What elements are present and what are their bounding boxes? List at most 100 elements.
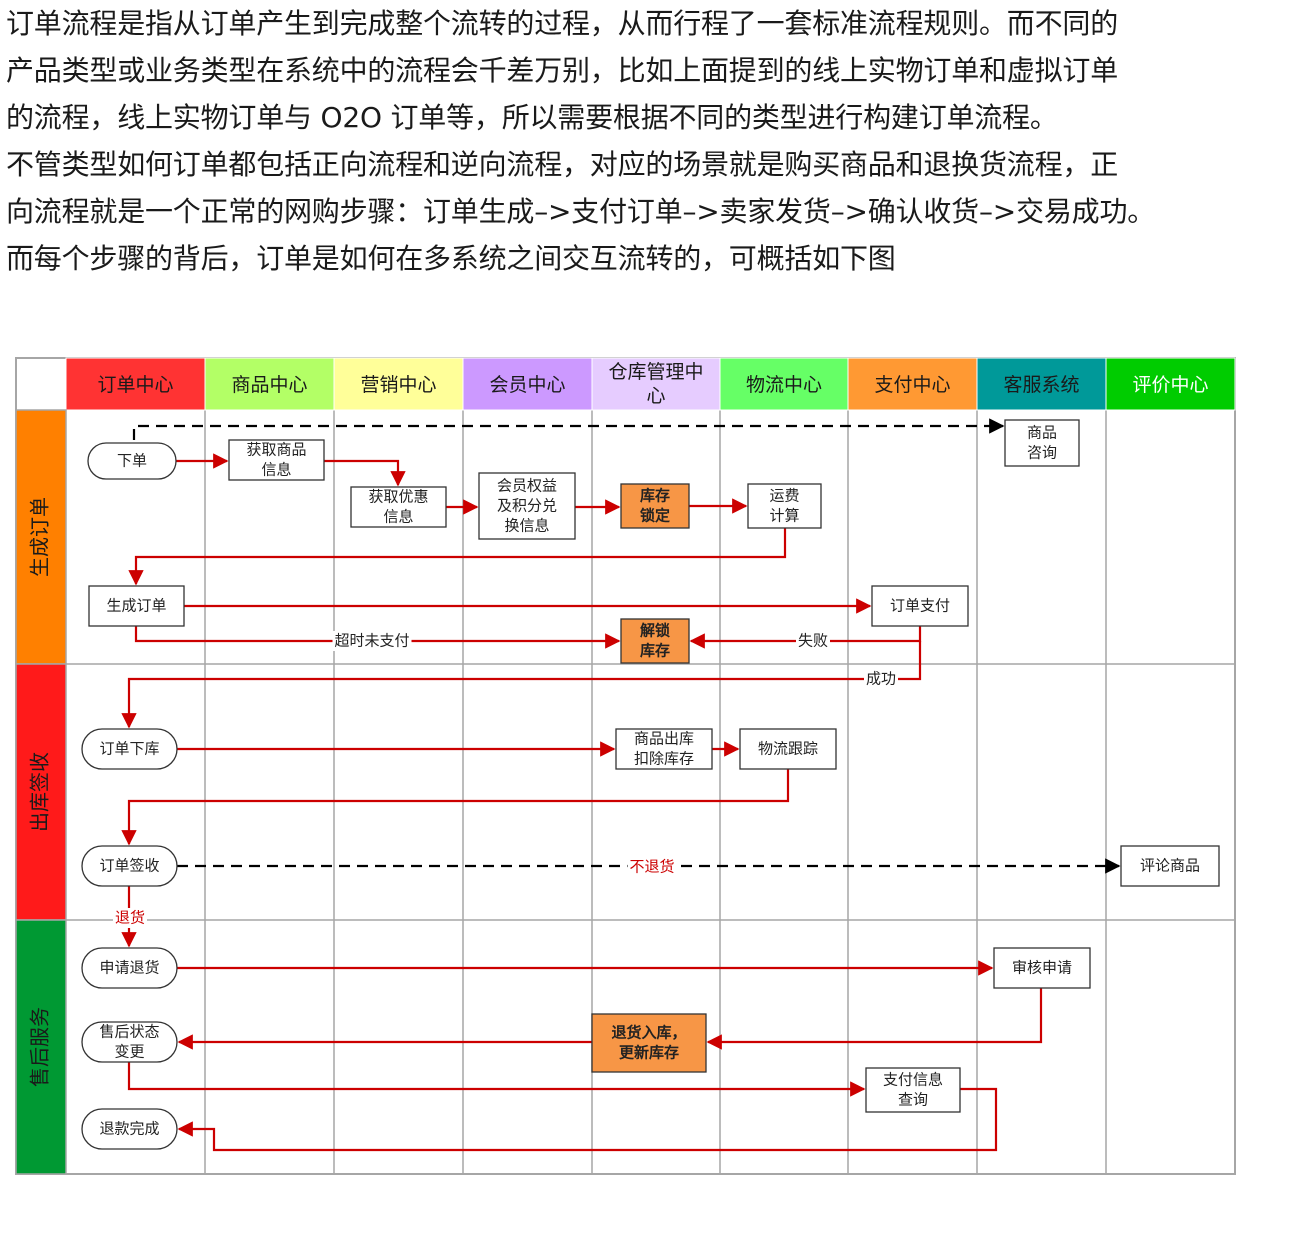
node-box xyxy=(620,618,690,664)
flow-nodes: 下单获取商品信息商品咨询获取优惠信息会员权益及积分兑换信息库存锁定运费计算生成订… xyxy=(81,419,1220,1150)
column-header-bg xyxy=(65,357,206,411)
intro-line: 向流程就是一个正常的网购步骤：订单生成–>支付订单–>卖家发货–>确认收货–>交… xyxy=(6,195,1156,228)
edge-label-text: 超时未支付 xyxy=(334,632,409,650)
node-box xyxy=(81,1021,178,1063)
column-header-label: 会员中心 xyxy=(489,374,565,396)
node-label: 查询 xyxy=(898,1091,928,1109)
phase-band xyxy=(15,409,67,665)
column-header-label: 商品中心 xyxy=(231,374,307,396)
column-header-label: 订单中心 xyxy=(97,374,173,396)
edge-label-bg xyxy=(796,631,830,651)
node-label: 计算 xyxy=(769,507,799,525)
phase-label: 售后服务 xyxy=(28,1007,52,1087)
node-label: 更新库存 xyxy=(619,1044,679,1062)
node-label: 咨询 xyxy=(1027,444,1057,462)
node-label: 解锁 xyxy=(640,622,670,640)
node-box xyxy=(478,472,576,540)
node-label: 下单 xyxy=(117,452,147,470)
node-box xyxy=(615,728,713,770)
flow-edge xyxy=(121,769,790,846)
node-label: 订单支付 xyxy=(890,597,950,615)
node-label: 库存 xyxy=(640,642,670,660)
node-label: 申请退货 xyxy=(99,959,159,977)
node-label: 会员权益 xyxy=(497,477,557,495)
node-label: 运费 xyxy=(769,487,799,505)
flow-edges xyxy=(121,418,1121,1152)
flow-edge xyxy=(177,1087,998,1152)
intro-line: 不管类型如何订单都包括正向流程和逆向流程，对应的场景就是购买商品和退换货流程，正 xyxy=(6,148,1119,181)
node-review-goods: 评论商品 xyxy=(1120,845,1220,887)
node-label: 扣除库存 xyxy=(634,750,694,768)
phase-band xyxy=(15,919,67,1175)
node-label: 变更 xyxy=(114,1043,144,1061)
edge-label-bg xyxy=(332,631,412,651)
column-header-label: 客服系统 xyxy=(1003,374,1079,396)
node-box xyxy=(228,439,325,481)
edge-label-bg xyxy=(113,908,147,928)
column-header-bg xyxy=(847,357,978,411)
node-box xyxy=(747,483,822,529)
column-header-bg xyxy=(719,357,849,411)
node-label: 支付信息 xyxy=(883,1071,943,1089)
phase-label: 出库签收 xyxy=(28,752,52,832)
node-label: 订单签收 xyxy=(99,857,159,875)
edge-label-text: 成功 xyxy=(866,670,896,688)
edge-label-text: 失败 xyxy=(798,632,828,650)
edge-label-fail: 失败 xyxy=(796,631,830,651)
column-header-label: 仓库管理中心 xyxy=(608,361,703,407)
node-box xyxy=(350,486,447,528)
node-label: 及积分兑 xyxy=(497,497,557,515)
edge-label-success: 成功 xyxy=(864,669,898,689)
flow-edge xyxy=(127,1062,866,1097)
node-label: 退货入库， xyxy=(611,1024,686,1042)
node-order-outbound: 订单下库 xyxy=(81,728,178,770)
node-return-stock: 退货入库， 更新库存 xyxy=(591,1013,707,1073)
node-box xyxy=(865,1067,961,1113)
edge-label-text: 不退货 xyxy=(629,858,674,876)
node-box xyxy=(81,1108,178,1150)
edge-label-return: 退货 xyxy=(113,908,147,928)
node-label: 获取优惠 xyxy=(368,488,428,506)
node-label: 库存 xyxy=(640,487,670,505)
node-box xyxy=(993,947,1091,989)
column-header-line: 仓库管理中 xyxy=(608,361,703,383)
column-header-bg xyxy=(462,357,593,411)
node-label: 订单下库 xyxy=(99,740,159,758)
flow-edge xyxy=(324,459,406,487)
node-logistics-track: 物流跟踪 xyxy=(739,728,837,770)
node-label: 商品 xyxy=(1027,424,1057,442)
timeout-edge xyxy=(134,626,621,649)
column-header-label: 评价中心 xyxy=(1132,374,1208,396)
node-label: 生成订单 xyxy=(106,597,166,615)
node-box xyxy=(871,585,969,627)
node-label: 换信息 xyxy=(504,517,549,535)
intro-line: 而每个步骤的背后，订单是如何在多系统之间交互流转的，可概括如下图 xyxy=(6,242,896,275)
node-box xyxy=(739,728,837,770)
column-header-bg xyxy=(333,357,464,411)
intro-line: 的流程，线上实物订单与 O2O 订单等，所以需要根据不同的类型进行构建订单流程。 xyxy=(6,101,1058,134)
node-box xyxy=(620,483,690,529)
intro-line: 订单流程是指从订单产生到完成整个流转的过程，从而行程了一套标准流程规则。而不同的 xyxy=(6,7,1119,40)
column-header-bg xyxy=(591,357,721,411)
edge-label-bg xyxy=(864,669,898,689)
node-box xyxy=(88,585,185,627)
column-header-label: 营销中心 xyxy=(360,374,436,396)
node-order-pay: 订单支付 xyxy=(871,585,969,627)
edge-label-text: 退货 xyxy=(115,909,145,927)
intro-text: 订单流程是指从订单产生到完成整个流转的过程，从而行程了一套标准流程规则。而不同的… xyxy=(6,0,1286,282)
node-label: 售后状态 xyxy=(99,1023,159,1041)
node-refund-done: 退款完成 xyxy=(81,1108,178,1150)
column-header-bg xyxy=(204,357,335,411)
flow-edge xyxy=(128,528,787,586)
